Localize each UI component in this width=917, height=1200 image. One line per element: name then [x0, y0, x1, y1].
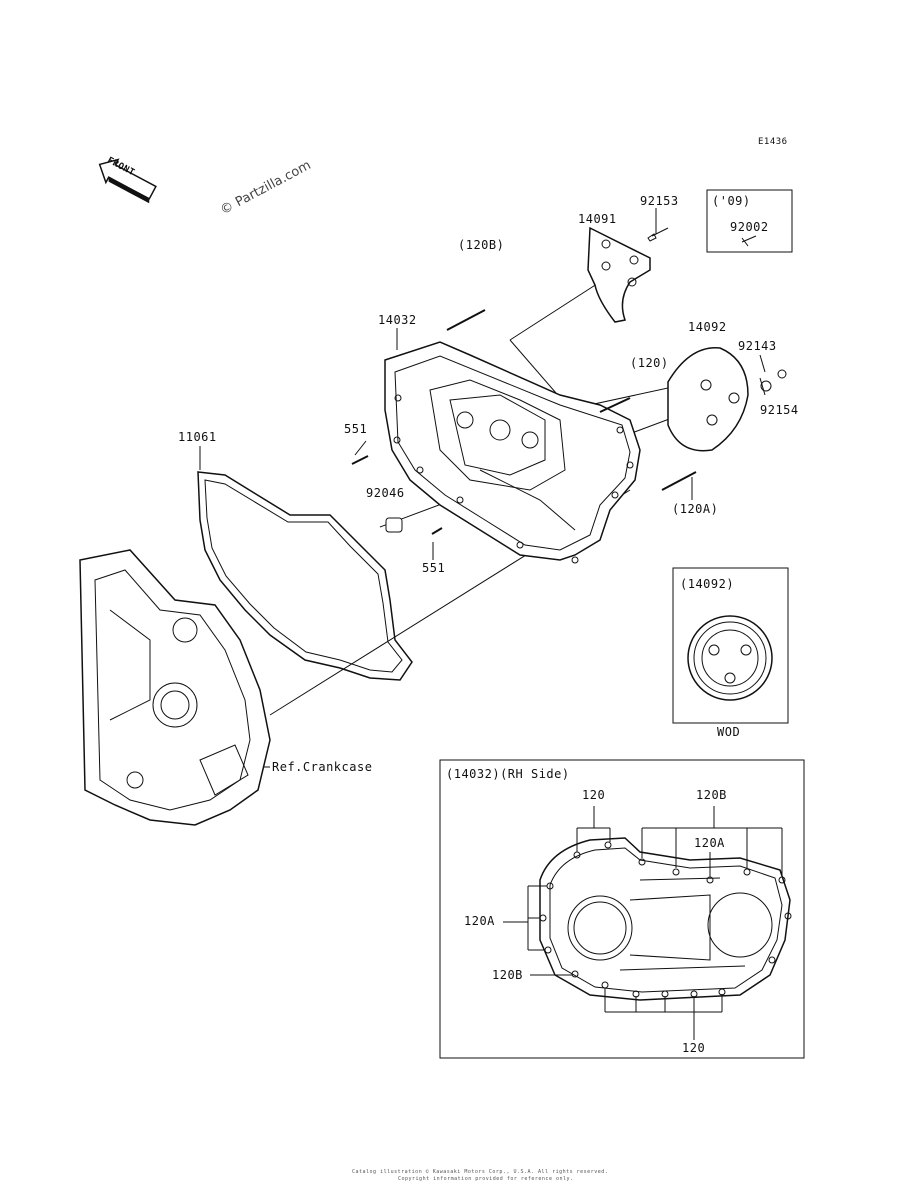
callout-551-top: 551	[344, 422, 368, 436]
front-arrow-icon	[98, 158, 157, 204]
inset-09-year: ('09)	[712, 194, 751, 208]
footer-copyright: Catalog illustration © Kawasaki Motors C…	[352, 1169, 609, 1175]
inset-wod-caption: WOD	[717, 725, 741, 739]
callout-120a-paren: (120A)	[672, 502, 719, 516]
inset-rh-title: (14032)(RH Side)	[446, 767, 570, 781]
footer-copyright-2: Copyright information provided for refer…	[398, 1176, 574, 1182]
callout-14092: 14092	[688, 320, 727, 334]
inset-09-part: 92002	[730, 220, 769, 234]
callout-92153: 92153	[640, 194, 679, 208]
inset-rh-120-top: 120	[582, 788, 606, 802]
callout-92154: 92154	[760, 403, 799, 417]
inset-rh-120-bottom: 120	[682, 1041, 706, 1055]
callout-92046: 92046	[366, 486, 405, 500]
callout-14091: 14091	[578, 212, 617, 226]
callout-11061: 11061	[178, 430, 217, 444]
callout-14032: 14032	[378, 313, 417, 327]
inset-rh-120b-left: 120B	[492, 968, 523, 982]
callout-120b-top: (120B)	[458, 238, 505, 252]
callout-ref-crankcase: Ref.Crankcase	[272, 760, 373, 774]
callout-92143: 92143	[738, 339, 777, 353]
inset-wod-title: (14092)	[680, 577, 735, 591]
callout-120-paren: (120)	[630, 356, 669, 370]
inset-rh-120a-top: 120A	[694, 836, 725, 850]
callout-551-bottom: 551	[422, 561, 446, 575]
inset-rh-120b-top: 120B	[696, 788, 727, 802]
diagram-code: E1436	[758, 137, 788, 147]
inset-rh-120a-left: 120A	[464, 914, 495, 928]
